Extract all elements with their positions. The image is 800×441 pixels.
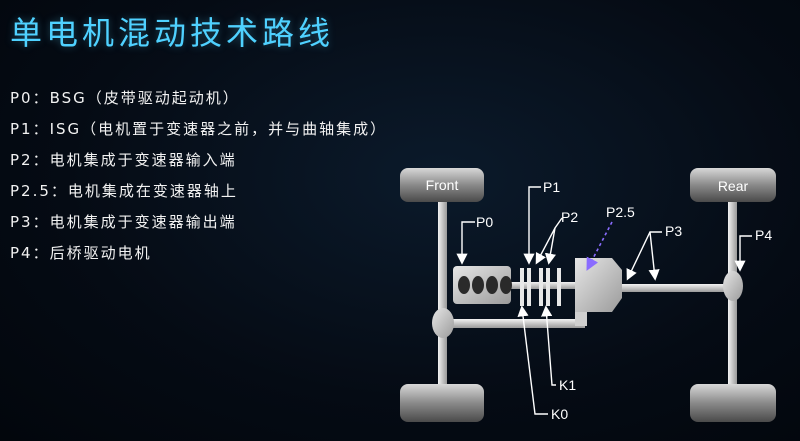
p25-pointer bbox=[586, 221, 613, 271]
k1-label: K1 bbox=[559, 377, 576, 393]
k0-label: K0 bbox=[551, 406, 568, 422]
rear-label: Rear bbox=[718, 178, 749, 194]
engine-cylinder-4 bbox=[500, 276, 512, 294]
position-list: P0：BSG（皮带驱动起动机） P1：ISG（电机置于变速器之前，并与曲轴集成）… bbox=[10, 83, 387, 269]
p1-label: P1 bbox=[543, 179, 560, 195]
k0-pointer bbox=[517, 305, 548, 415]
list-item-p25: P2.5：电机集成在变速器轴上 bbox=[10, 182, 238, 200]
front-left-wheel bbox=[400, 168, 484, 202]
p3-pointer-b bbox=[648, 231, 660, 281]
rear-right-wheel bbox=[690, 384, 776, 422]
p0-label: P0 bbox=[476, 214, 493, 230]
p1-plate-b bbox=[527, 268, 531, 306]
list-item-p3: P3：电机集成于变速器输出端 bbox=[10, 213, 237, 231]
page-title: 单电机混动技术路线 bbox=[10, 14, 335, 52]
front-drive-shaft bbox=[447, 319, 585, 328]
p25-label: P2.5 bbox=[606, 204, 635, 220]
list-item-p2: P2：电机集成于变速器输入端 bbox=[10, 151, 237, 169]
front-right-wheel bbox=[400, 384, 484, 422]
engine-cylinder-3 bbox=[486, 276, 498, 294]
transmission bbox=[575, 258, 622, 312]
p4-label: P4 bbox=[755, 227, 772, 243]
k1-clutch-plate-a bbox=[557, 268, 561, 306]
p1-pointer bbox=[523, 186, 541, 265]
engine-cylinder-2 bbox=[472, 276, 484, 294]
p2-label: P2 bbox=[561, 209, 578, 225]
p1-plate-a bbox=[520, 268, 524, 306]
rear-differential bbox=[723, 271, 743, 301]
p4-pointer bbox=[734, 235, 752, 272]
k0-clutch-plate-a bbox=[539, 268, 543, 306]
k0-clutch-plate-b bbox=[546, 268, 550, 306]
front-label: Front bbox=[426, 177, 459, 193]
p3-pointer-a bbox=[626, 231, 662, 281]
prop-shaft bbox=[622, 284, 728, 292]
front-differential bbox=[432, 308, 454, 338]
engine-cylinder-1 bbox=[458, 276, 470, 294]
p3-label: P3 bbox=[665, 223, 682, 239]
list-item-p1: P1：ISG（电机置于变速器之前，并与曲轴集成） bbox=[10, 120, 388, 138]
front-axle bbox=[438, 202, 447, 384]
k1-pointer bbox=[541, 305, 556, 386]
p0-pointer bbox=[456, 221, 475, 265]
list-item-p4: P4：后桥驱动电机 bbox=[10, 244, 152, 262]
p2-pointer-b bbox=[544, 227, 556, 265]
rear-left-wheel bbox=[690, 168, 776, 202]
transmission-output bbox=[575, 312, 587, 326]
list-item-p0: P0：BSG（皮带驱动起动机） bbox=[10, 89, 240, 107]
